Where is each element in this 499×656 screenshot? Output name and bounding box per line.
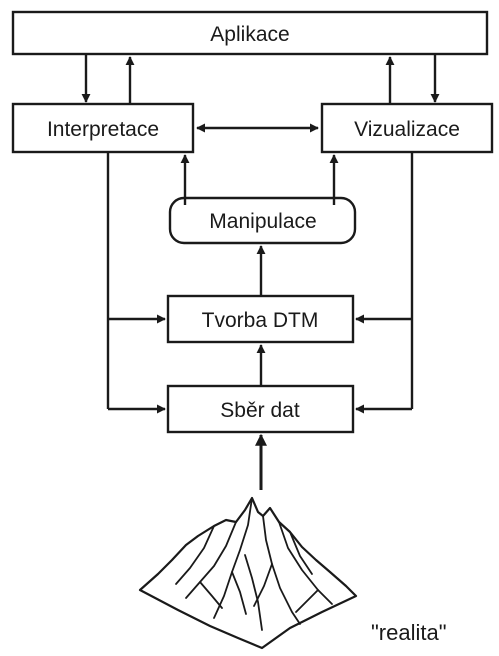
node-manipulace-label: Manipulace [209,210,316,233]
node-sber-dat-label: Sběr dat [220,399,300,422]
node-tvorba-dtm-label: Tvorba DTM [202,309,319,332]
realita-label: "realita" [371,620,447,645]
node-interpretace: Interpretace [11,102,195,154]
node-interpretace-label: Interpretace [47,118,159,141]
terrain-illustration [138,496,358,650]
node-manipulace: Manipulace [168,196,357,245]
node-aplikace: Aplikace [11,10,489,56]
node-vizualizace: Vizualizace [320,102,494,154]
node-tvorba-dtm: Tvorba DTM [166,294,355,344]
node-aplikace-label: Aplikace [210,23,289,46]
node-sber-dat: Sběr dat [166,384,355,434]
node-vizualizace-label: Vizualizace [354,118,460,141]
